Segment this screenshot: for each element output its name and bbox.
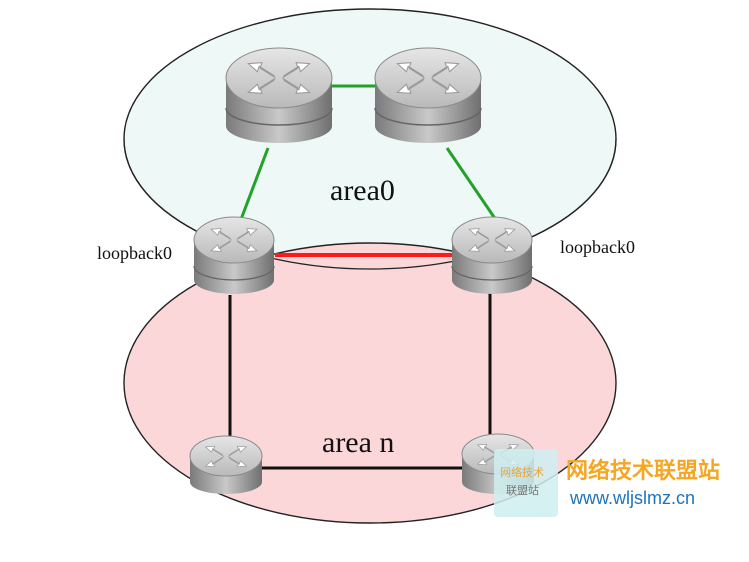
router-icon <box>374 47 482 143</box>
link-core-left-abr <box>238 147 270 223</box>
watermark-logo-text-2: 联盟站 <box>506 483 539 497</box>
area0-outline <box>123 138 617 270</box>
watermark: 网络技术 联盟站 网络技术联盟站 www.wljslmz.cn <box>494 449 720 517</box>
watermark-title: 网络技术联盟站 <box>566 458 720 483</box>
router-icon <box>451 216 533 294</box>
loopback-label-left: loopback0 <box>97 243 172 263</box>
link-core-right-abr <box>445 147 498 221</box>
router-icon <box>225 47 333 143</box>
watermark-url: www.wljslmz.cn <box>569 488 695 508</box>
watermark-logo-text-1: 网络技术 <box>500 465 544 479</box>
area-n-label: area n <box>322 426 394 459</box>
router-icon <box>189 435 263 494</box>
watermark-logo <box>494 449 558 517</box>
loopback-label-right: loopback0 <box>560 237 635 257</box>
area0-label: area0 <box>330 174 395 207</box>
router-icon <box>193 216 275 294</box>
